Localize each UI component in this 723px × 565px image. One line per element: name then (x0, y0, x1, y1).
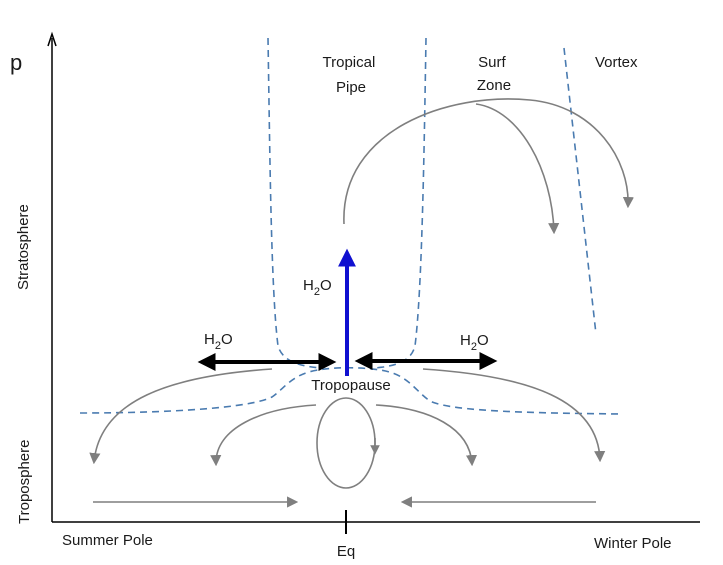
circulation-arrows (89, 98, 634, 508)
tropical-pipe-label: Tropical Pipe (323, 54, 380, 96)
inner-left-arrow (210, 404, 317, 467)
vertical-axis-arrowhead (47, 31, 57, 47)
stratospheric-overturning-arrow (343, 98, 634, 225)
tropical-pipe-left-edge (267, 37, 321, 369)
tropopause-boundary (79, 366, 621, 415)
vortex-edge (563, 47, 597, 335)
tropopause-label: Tropopause (311, 377, 391, 394)
summer-pole-label: Summer Pole (62, 532, 153, 549)
water-vapor-transport (197, 248, 498, 376)
winter-pole-label: Winter Pole (594, 535, 672, 552)
equatorial-hadley-loop (316, 397, 376, 489)
axes (47, 31, 700, 534)
inner-right-arrow (375, 404, 478, 467)
equator-label: Eq (337, 543, 355, 560)
surf-zone-label: Surf Zone (477, 54, 511, 94)
surf-zone-descent-arrow (475, 103, 560, 235)
h2o-left-label: H2O (204, 331, 233, 352)
tropical-pipe-right-edge (374, 37, 427, 369)
left-descent-arrow (89, 368, 273, 465)
stratosphere-label: Stratosphere (15, 204, 32, 290)
h2o-upward-label: H2O (303, 277, 332, 298)
troposphere-label: Troposphere (16, 440, 33, 525)
right-descent-arrow (422, 368, 606, 463)
vortex-label: Vortex (595, 54, 638, 71)
h2o-right-label: H2O (460, 332, 489, 353)
pressure-axis-label: p (10, 50, 22, 75)
